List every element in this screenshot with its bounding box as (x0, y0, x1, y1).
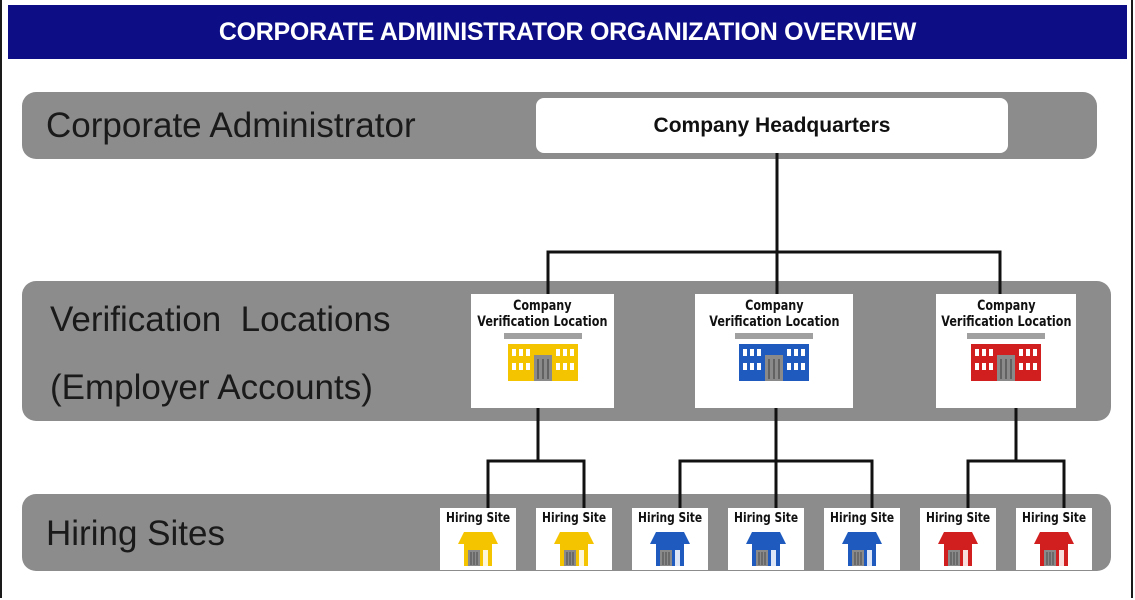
hiring-site-label: Hiring Site (733, 511, 799, 526)
hiring-tier-label: Hiring Sites (46, 514, 225, 553)
building-icon (503, 333, 582, 381)
house-icon (458, 532, 498, 566)
house-icon (842, 532, 882, 566)
location-label-verification: Verification Location (708, 314, 840, 330)
hiring-site-label: Hiring Site (637, 511, 703, 526)
hiring-site-label: Hiring Site (1021, 511, 1087, 526)
location-label-company: Company (976, 298, 1036, 314)
headquarters-node: Company Headquarters (536, 98, 1008, 153)
hiring-site-card: Hiring Site (920, 508, 996, 570)
house-icon (554, 532, 594, 566)
building-icon (735, 333, 813, 381)
location-label-verification: Verification Location (477, 314, 608, 330)
house-icon (650, 532, 690, 566)
location-label-verification: Verification Location (940, 314, 1072, 330)
hiring-site-card: Hiring Site (536, 508, 612, 570)
hiring-site-card: Hiring Site (1016, 508, 1092, 570)
verification-tier-sublabel: (Employer Accounts) (50, 368, 373, 407)
hiring-site-card: Hiring Site (824, 508, 900, 570)
verification-tier-label: Verification Locations (50, 300, 391, 339)
hiring-site-label: Hiring Site (541, 511, 607, 526)
hiring-site-card: Hiring Site (440, 508, 516, 570)
page-title: CORPORATE ADMINISTRATOR ORGANIZATION OVE… (8, 5, 1127, 59)
hiring-site-card: Hiring Site (632, 508, 708, 570)
house-icon (938, 532, 978, 566)
corporate-tier-label: Corporate Administrator (46, 106, 416, 145)
hiring-site-label: Hiring Site (925, 511, 991, 526)
hiring-site-card: Hiring Site (728, 508, 804, 570)
building-icon (967, 333, 1045, 381)
hiring-site-label: Hiring Site (829, 511, 895, 526)
house-icon (1034, 532, 1074, 566)
hiring-site-label: Hiring Site (445, 511, 511, 526)
house-icon (746, 532, 786, 566)
location-label-company: Company (513, 298, 572, 314)
location-label-company: Company (744, 298, 804, 314)
